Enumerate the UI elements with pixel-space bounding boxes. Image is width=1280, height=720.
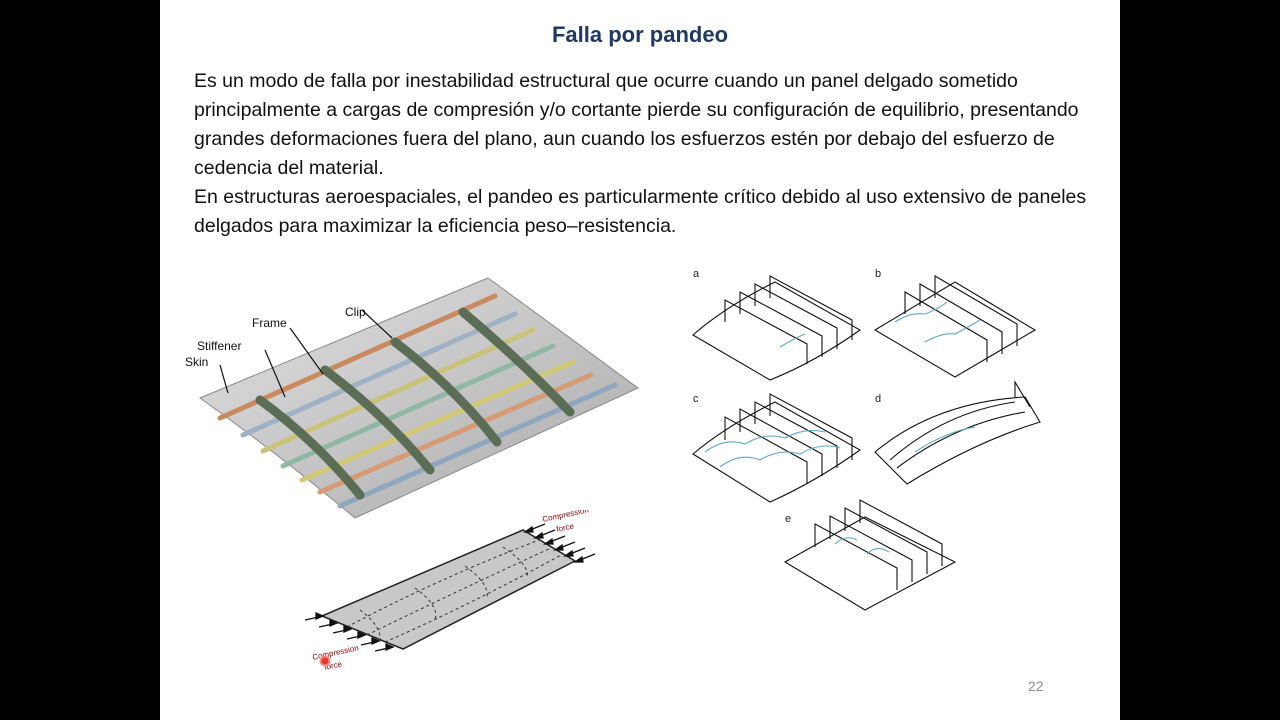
plate [320,529,577,650]
mode-label-c: c [693,393,699,405]
slide-body: Es un modo de falla por inestabilidad es… [194,67,1094,241]
label-compression-top-2: force [556,521,576,534]
mode-label-a: a [693,268,700,280]
paragraph-definition: Es un modo de falla por inestabilidad es… [194,70,1079,179]
compression-plate-figure: Compression force Compression force [305,510,596,672]
mode-b [873,275,1037,378]
slide-title: Falla por pandeo [551,22,729,47]
page-number: 22 [1028,678,1044,694]
label-compression-bottom-1: Compression [312,643,360,662]
paragraph-aerospace: En estructuras aeroespaciales, el pandeo… [194,186,1087,237]
label-frame: Frame [252,316,287,330]
mode-d [874,380,1041,485]
mode-a [692,275,862,381]
fuselage-panel-figure: Clip Frame Stiffener Skin [185,277,639,519]
label-clip: Clip [345,305,366,319]
mode-label-d: d [875,393,881,405]
mode-c [692,393,862,503]
mode-label-b: b [875,268,881,280]
slide: Falla por pandeo Es un modo de falla por… [160,0,1120,720]
buckle-lines [346,539,564,644]
label-leaders [219,309,393,398]
frames [255,307,575,500]
cursor-marker [319,655,331,667]
top-arrows [522,523,596,563]
mode-label-e: e [785,513,791,525]
mode-e [783,499,957,611]
label-stiffener: Stiffener [197,339,241,353]
bottom-arrows [305,612,395,652]
label-compression-top-1: Compression [542,510,590,524]
label-skin: Skin [185,355,208,369]
buckling-modes-figure: a b c d e [692,268,1041,611]
skin-surface [198,277,639,519]
